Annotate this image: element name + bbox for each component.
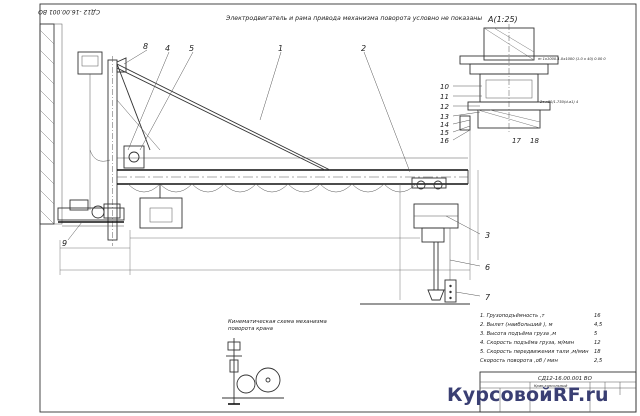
spec-2-label: 2. Вылет (наибольший ), м <box>480 322 553 328</box>
stamp-doc-code: СД12-16.00.001 ВО <box>538 376 593 382</box>
spec-4-label: 4. Скорость подъёма груза, м/мин <box>480 340 575 346</box>
spec-2-value: 4,5 <box>594 322 603 328</box>
title-block: СД12-16.00.001 ВО Кран консольный <box>479 371 637 413</box>
boom-drive <box>123 145 183 229</box>
spec-4-value: 12 <box>594 340 601 346</box>
callout-18: 18 <box>530 137 539 145</box>
spec-3-label: 3. Высота подъёма груза ,м <box>480 331 556 337</box>
callout-14: 14 <box>440 121 449 129</box>
doc-code-rotated: СД12 -16.00.001 ВО <box>38 8 100 15</box>
slewing-drive-base <box>57 199 125 227</box>
callout-3: 3 <box>485 231 490 240</box>
boom-girder <box>117 157 469 185</box>
callout-17: 17 <box>512 137 521 145</box>
spec-5-value: 18 <box>594 349 601 355</box>
callout-13: 13 <box>440 113 449 121</box>
callout-2: 2 <box>361 44 366 53</box>
callout-4: 4 <box>165 44 170 53</box>
spec-1-label: 1. Грузоподъёмность ,т <box>480 313 546 319</box>
kinematic-caption-1: Кинематическая схема механизма <box>228 319 327 325</box>
kinematic-caption-2: поворота крана <box>228 326 273 332</box>
control-cabinet <box>77 51 111 210</box>
spec-3-value: 5 <box>594 331 598 337</box>
callout-5: 5 <box>189 44 194 53</box>
kinematic-scheme <box>222 338 284 405</box>
hoist-trolley <box>411 177 459 301</box>
detail-note-1: m 1x1000-1.0x1000 (1.0 x 40) 0.00 0 <box>538 57 606 61</box>
callout-11: 11 <box>440 93 449 101</box>
wall-column <box>39 23 118 246</box>
festoon-cable <box>127 183 417 193</box>
callout-15: 15 <box>440 129 449 137</box>
specs-table: 1. Грузоподъёмность ,т 16 2. Вылет (наиб… <box>480 313 603 364</box>
spec-1-value: 16 <box>594 313 601 319</box>
dimension-lines <box>59 130 479 305</box>
callout-12: 12 <box>440 103 449 111</box>
spec-6-label: Скорость поворота ,об / мин <box>480 358 558 364</box>
boom-tie-rods <box>116 57 331 171</box>
watermark: КурсовойRF.ru <box>447 384 609 406</box>
callout-9: 9 <box>62 239 67 248</box>
callout-leaders <box>67 49 481 297</box>
callout-16: 16 <box>440 137 449 145</box>
callout-1: 1 <box>278 44 283 53</box>
top-note: Электродвигатель и рама привода механизм… <box>225 15 482 22</box>
callout-6: 6 <box>485 263 490 272</box>
callout-10: 10 <box>440 83 449 91</box>
detail-note-2: 2т к80/1-750(d-a1) 4 <box>540 100 579 104</box>
pendant-control <box>444 228 457 303</box>
callout-8: 8 <box>143 42 148 51</box>
spec-5-label: 5. Скорость передвижения тали ,м/мин <box>480 349 589 355</box>
stamp-title: Кран консольный <box>534 384 568 388</box>
detail-a: А(1:25) m 1x1000-1.0x1000 (1.0 x 40) 0.0… <box>452 15 606 141</box>
spec-6-value: 2,5 <box>594 358 603 364</box>
callout-7: 7 <box>485 293 491 302</box>
detail-title: А(1:25) <box>487 15 518 24</box>
